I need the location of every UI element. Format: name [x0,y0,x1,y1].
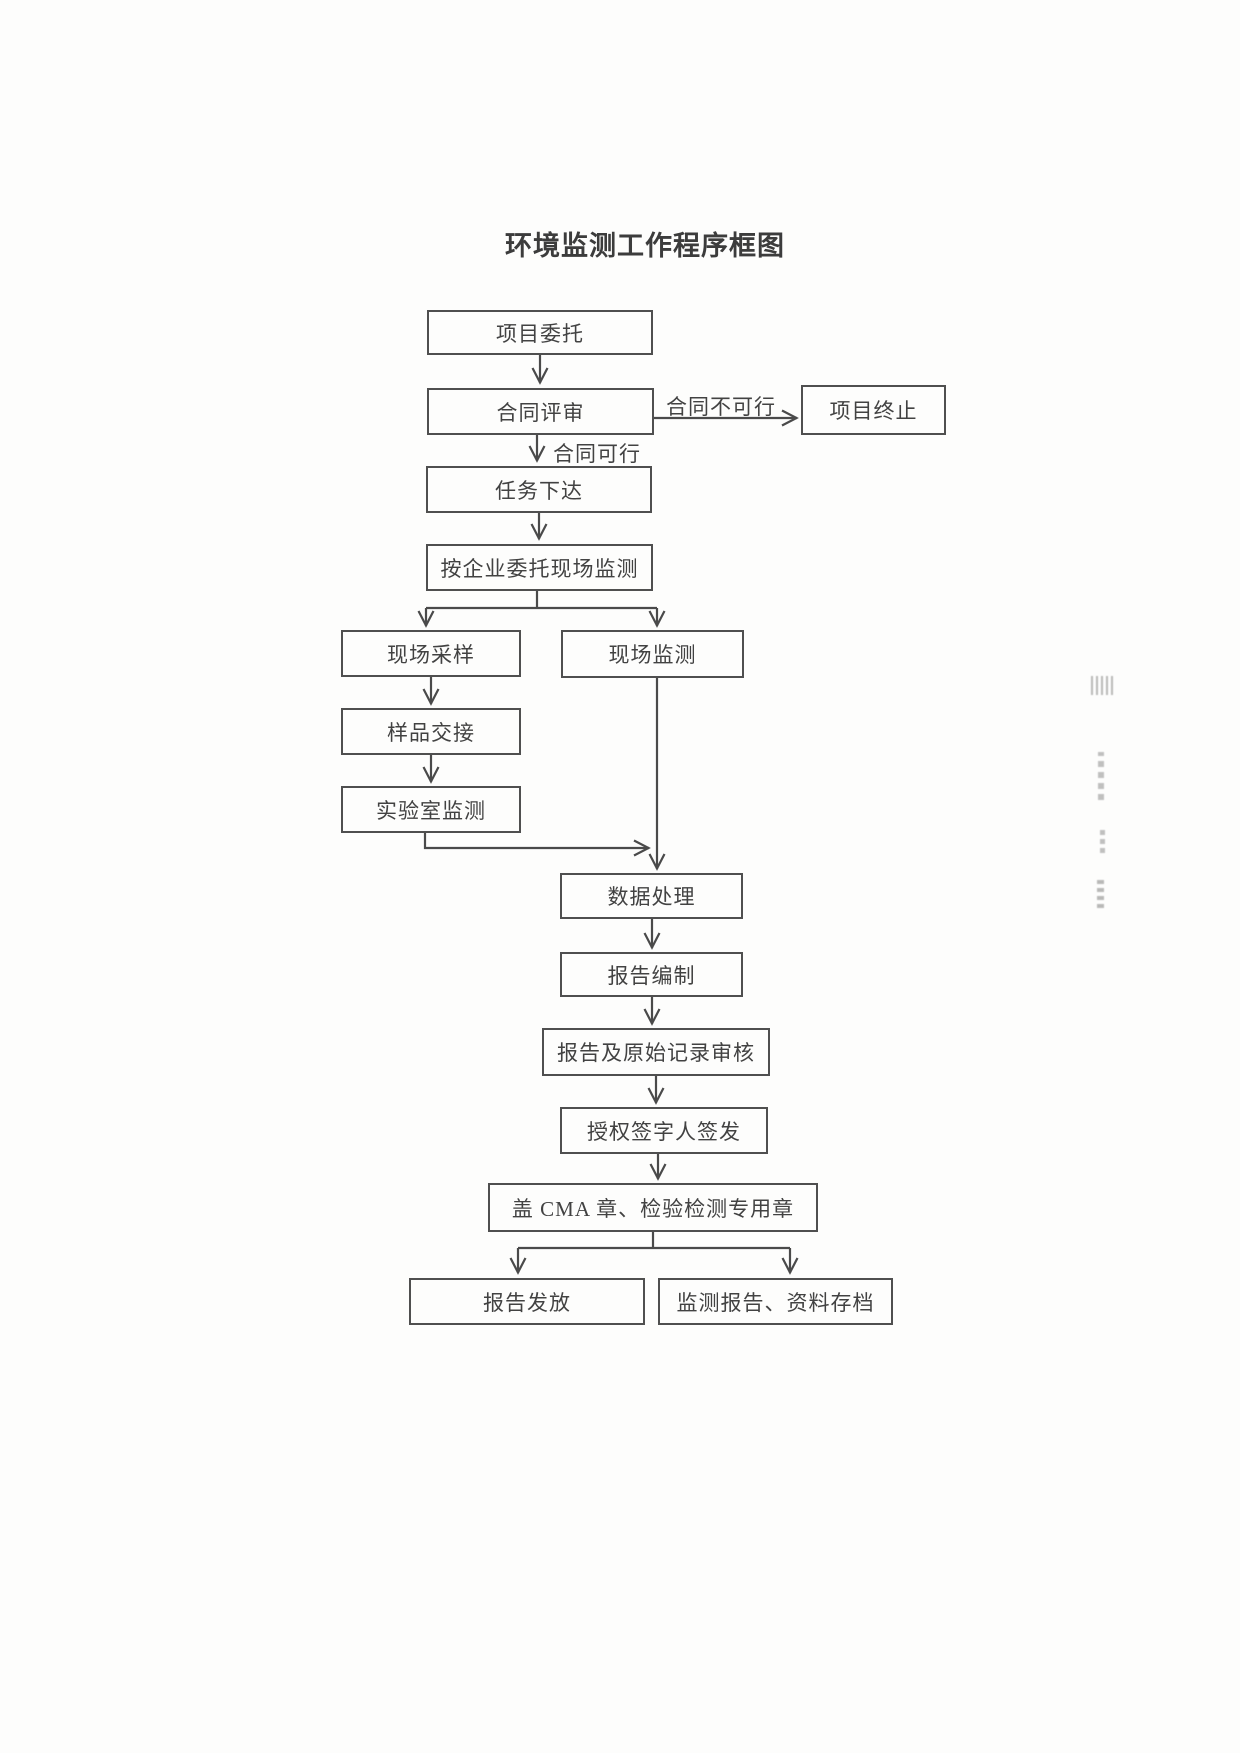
node-report-distribution: 报告发放 [409,1278,645,1325]
connector-lab-merge [423,833,651,857]
node-project-termination: 项目终止 [801,385,946,435]
node-stamp-seals: 盖 CMA 章、检验检测专用章 [488,1183,818,1232]
node-report-archiving: 监测报告、资料存档 [658,1278,893,1325]
node-report-record-review: 报告及原始记录审核 [542,1028,770,1076]
node-onsite-sampling: 现场采样 [341,630,521,677]
edge-label-contract-infeasible: 合同不可行 [666,395,776,419]
node-contract-review: 合同评审 [427,388,654,435]
node-authorized-signatory: 授权签字人签发 [560,1107,768,1154]
node-onsite-monitoring: 现场监测 [561,630,744,678]
node-project-commission: 项目委托 [427,310,653,355]
node-task-assignment: 任务下达 [426,466,652,513]
scan-artifact [1100,827,1105,853]
scan-artifact [1097,878,1104,908]
diagram-title: 环境监测工作程序框图 [505,231,785,261]
scan-artifact [1091,676,1114,695]
node-onsite-per-commission: 按企业委托现场监测 [426,544,653,591]
node-report-preparation: 报告编制 [560,952,743,997]
node-data-processing: 数据处理 [560,873,743,919]
edge-label-contract-feasible: 合同可行 [553,442,641,466]
scan-artifact [1098,752,1104,800]
node-lab-monitoring: 实验室监测 [341,786,521,833]
node-sample-handover: 样品交接 [341,708,521,755]
